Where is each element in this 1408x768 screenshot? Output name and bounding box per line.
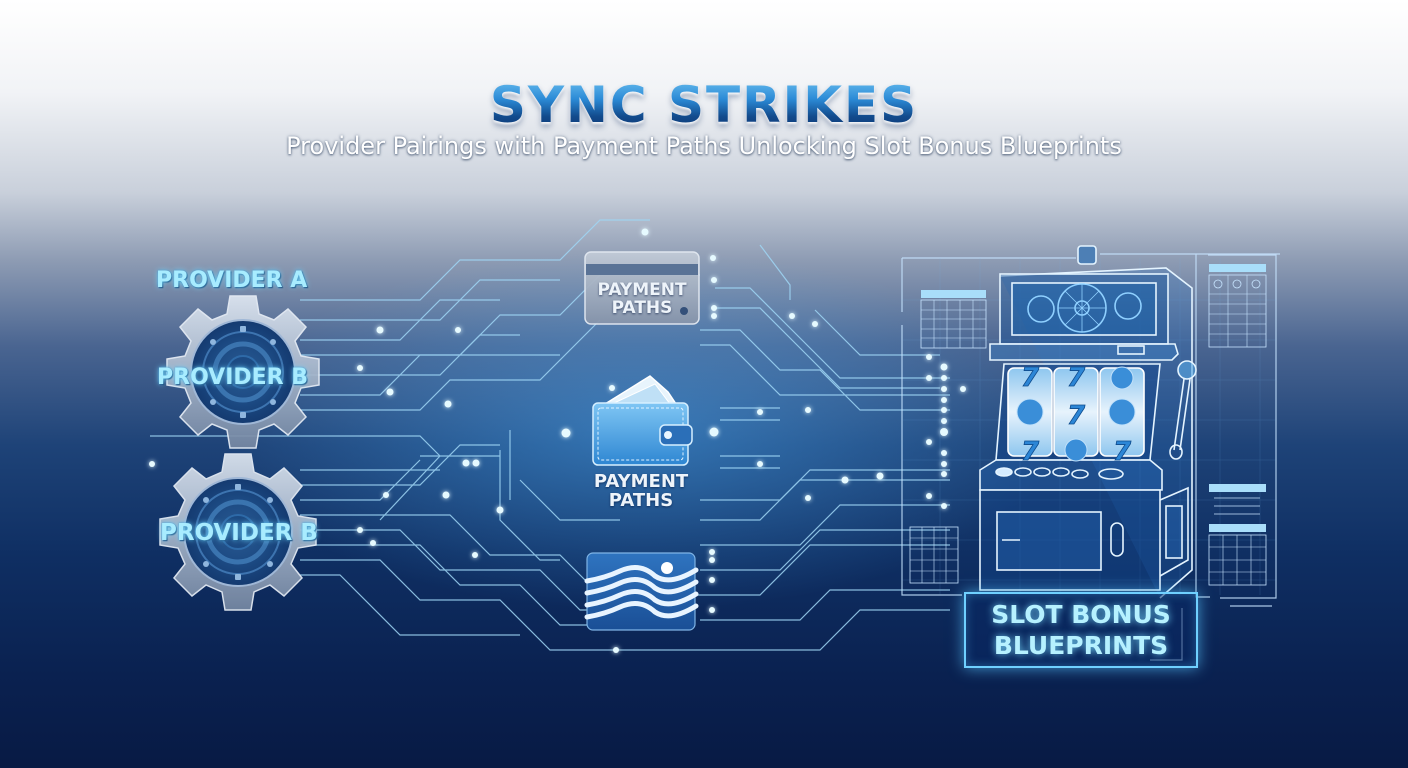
credit-card-icon [584, 251, 700, 325]
payment-paths-line2: PATHS [611, 297, 673, 318]
payment-paths-line2: PATHS [608, 489, 674, 511]
blueprint-table [1208, 264, 1267, 348]
provider-b-label: PROVIDER B [157, 365, 309, 390]
wallet-icon [592, 375, 693, 466]
slot-bonus-blueprints-box: SLOT BONUS BLUEPRINTS [964, 592, 1198, 668]
gear-icon [166, 295, 320, 449]
svg-text:7: 7 [1067, 401, 1086, 431]
svg-text:7: 7 [1021, 437, 1040, 467]
page-title: SYNC STRIKES [0, 76, 1408, 134]
blueprint-list [1208, 484, 1267, 586]
blueprint-table [909, 526, 959, 584]
provider-a-label: PROVIDER A [156, 268, 308, 293]
payment-paths-wallet-label: PAYMENT PATHS [573, 471, 709, 511]
svg-text:7: 7 [1113, 437, 1132, 467]
provider-b-label: PROVIDER B [160, 520, 318, 546]
blueprint-table [920, 290, 987, 349]
svg-text:7: 7 [1067, 363, 1086, 393]
slot-bonus-line1: SLOT BONUS [991, 600, 1171, 629]
bank-transfer-waves-icon [584, 552, 699, 631]
slot-machine-icon [979, 245, 1197, 599]
payment-paths-line1: PAYMENT [593, 471, 689, 492]
payment-paths-line1: PAYMENT [597, 280, 687, 300]
svg-text:7: 7 [1021, 363, 1040, 393]
page-subtitle: Provider Pairings with Payment Paths Unl… [286, 132, 1122, 160]
payment-paths-card-label: PAYMENT PATHS [585, 280, 699, 318]
gear-icon [159, 453, 317, 611]
slot-bonus-line2: BLUEPRINTS [993, 631, 1169, 660]
